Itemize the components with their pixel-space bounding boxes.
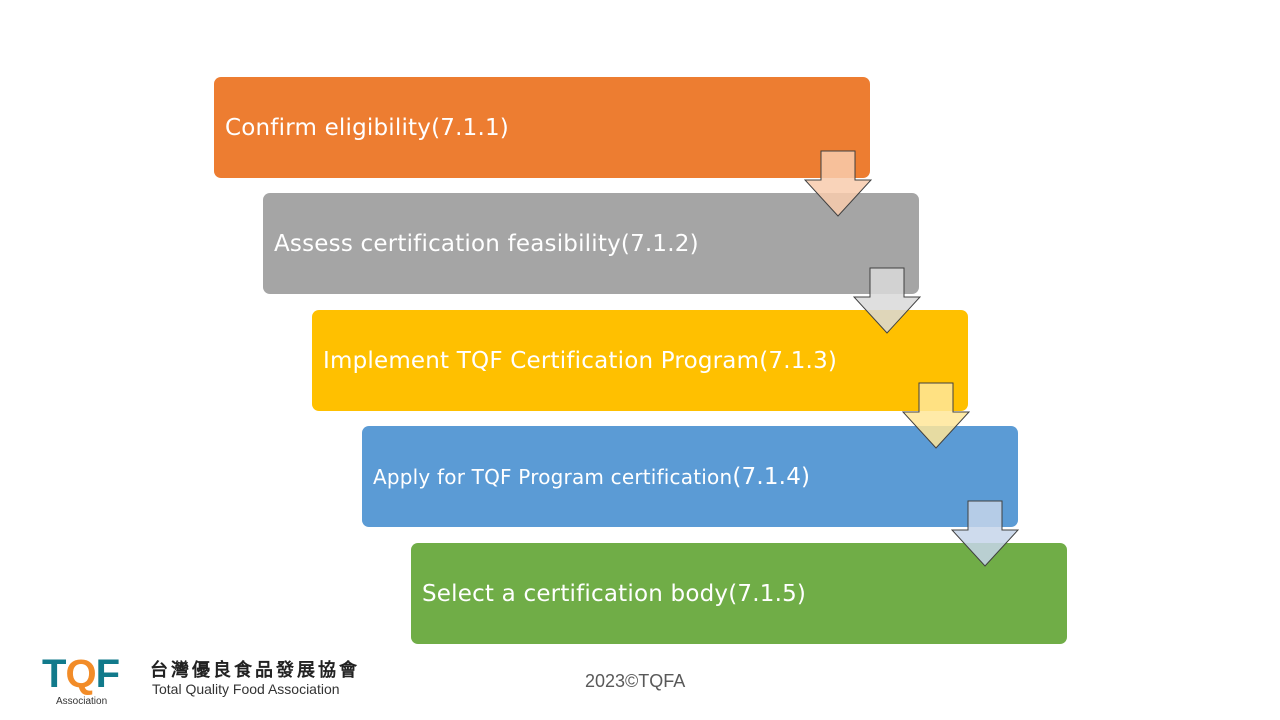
- arrow-shape: [853, 267, 921, 334]
- arrow-shape: [951, 500, 1019, 567]
- step-assess-feasibility: Assess certification feasibility(7.1.2): [263, 193, 919, 294]
- logo-chinese-name: 台灣優良食品發展協會: [150, 660, 360, 681]
- step-implement-program: Implement TQF Certification Program(7.1.…: [312, 310, 968, 411]
- logo-letter-q: Q: [65, 652, 96, 696]
- down-arrow-icon: [951, 500, 1019, 567]
- step-select-body: Select a certification body(7.1.5): [411, 543, 1067, 644]
- step-ref: (7.1.4): [732, 463, 811, 490]
- step-ref: (7.1.3): [759, 347, 838, 374]
- tqf-logo: TQF Association 台灣優良食品發展協會 Total Quality…: [42, 654, 362, 710]
- down-arrow-icon: [902, 382, 970, 449]
- step-text: Select a certification body: [422, 580, 729, 607]
- step-text: Confirm eligibility: [225, 114, 432, 141]
- logo-english-name: Total Quality Food Association: [152, 681, 340, 697]
- logo-letter-t: T: [42, 652, 66, 696]
- step-ref: (7.1.5): [728, 580, 807, 607]
- down-arrow-icon: [853, 267, 921, 334]
- logo-mark: TQF: [42, 652, 120, 696]
- arrow-shape: [902, 382, 970, 449]
- logo-letter-f: F: [95, 652, 120, 696]
- step-apply-certification: Apply for TQF Program certification(7.1.…: [362, 426, 1018, 527]
- step-ref: (7.1.2): [620, 230, 699, 257]
- step-text: Implement TQF Certification Program: [323, 347, 760, 374]
- footer-copyright: 2023©TQFA: [585, 671, 686, 691]
- down-arrow-icon: [804, 150, 872, 217]
- step-confirm-eligibility: Confirm eligibility(7.1.1): [214, 77, 870, 178]
- logo-association-label: Association: [56, 696, 108, 707]
- step-ref: (7.1.1): [431, 114, 509, 141]
- arrow-shape: [804, 150, 872, 217]
- step-text: Apply for TQF Program certification: [373, 464, 733, 489]
- step-text: Assess certification feasibility: [274, 230, 621, 257]
